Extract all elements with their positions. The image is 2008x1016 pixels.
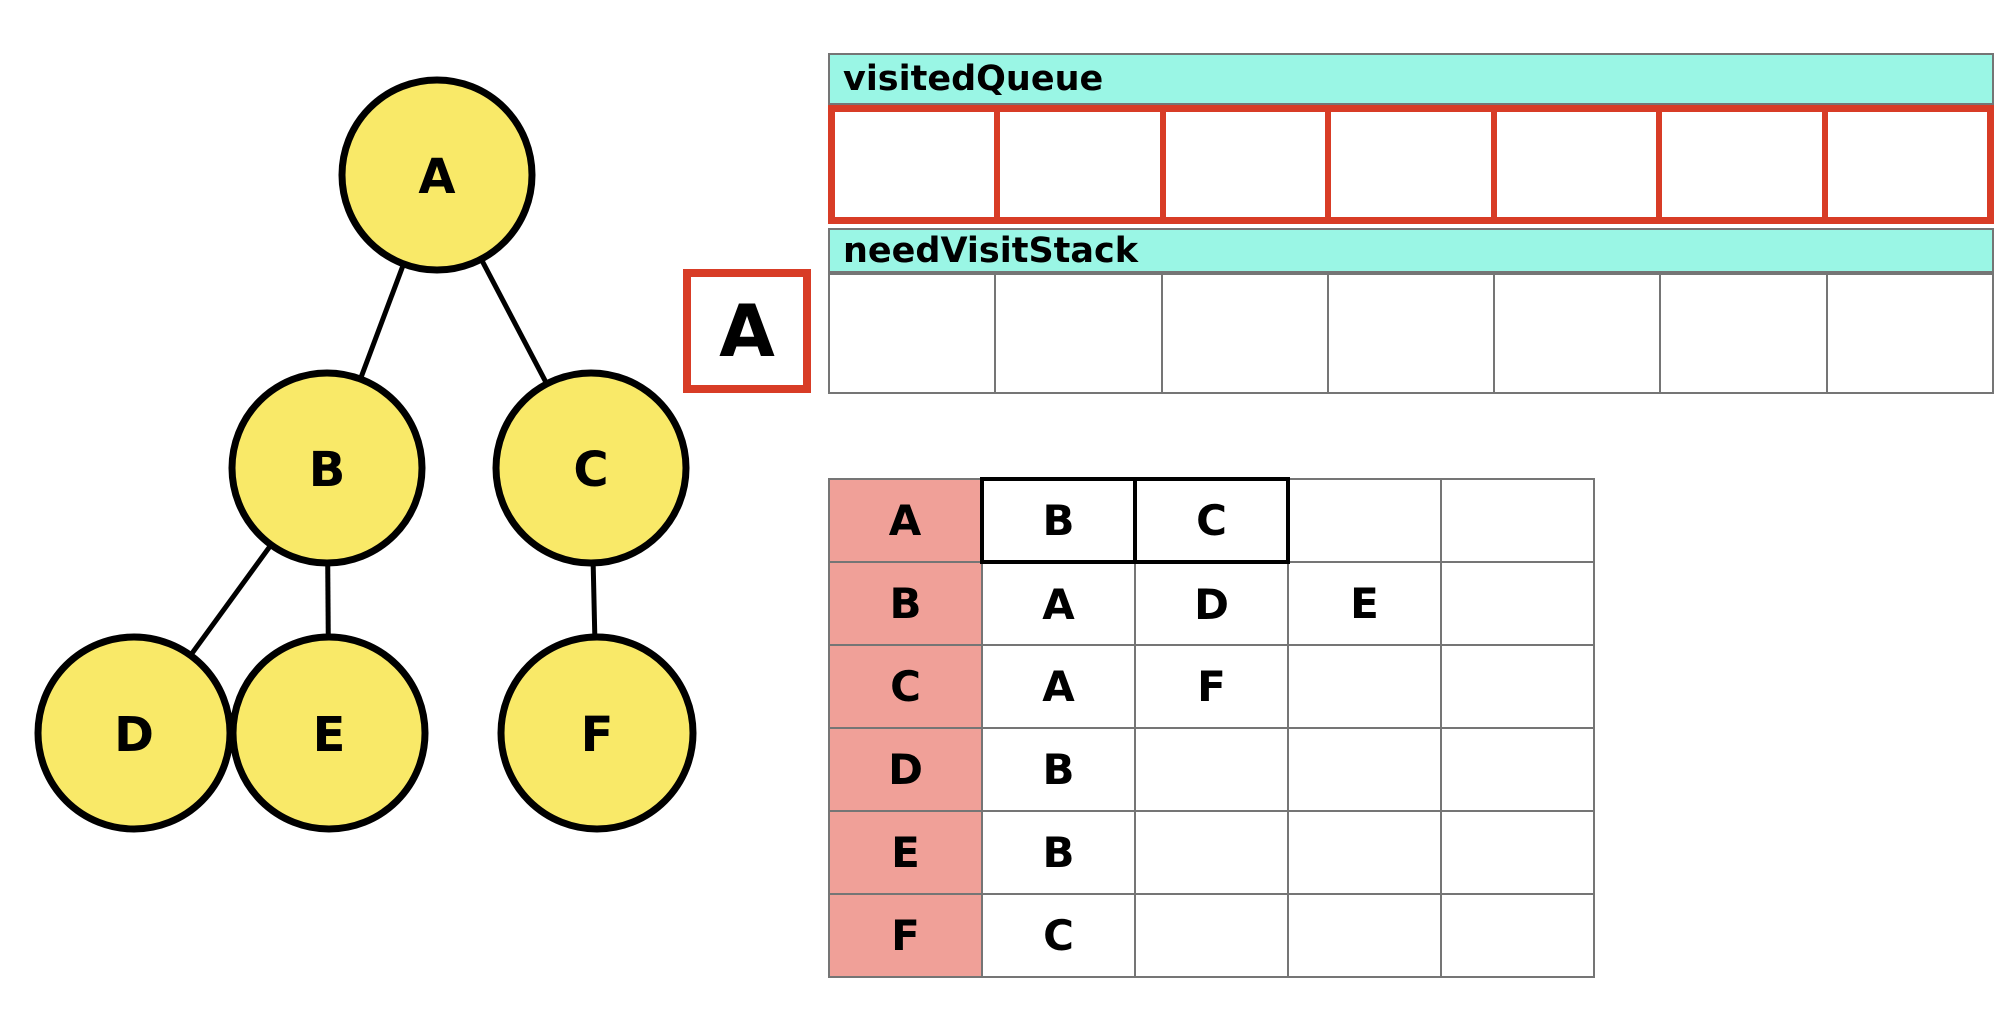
adjacency-cell-F-1 [1134,893,1289,978]
adjacency-cell-F-3 [1440,893,1595,978]
tree-node-E [229,633,429,833]
need-visit-stack-slot-5 [1661,275,1828,392]
need-visit-stack-slot-3 [1329,275,1496,392]
adjacency-cell-D-0: B [981,727,1136,812]
visited-queue-slot-4 [1497,112,1663,217]
adjacency-cell-A-3 [1440,478,1595,563]
adjacency-rowhead-E: E [828,810,983,895]
adjacency-cell-D-2 [1287,727,1442,812]
adjacency-cell-A-2 [1287,478,1442,563]
adjacency-cell-E-3 [1440,810,1595,895]
visited-queue-slot-5 [1662,112,1828,217]
adjacency-cell-A-1: C [1133,477,1290,564]
visited-queue-header: visitedQueue [828,53,1994,105]
need-visit-stack-header: needVisitStack [828,228,1994,273]
adjacency-cell-B-3 [1440,561,1595,646]
visited-queue-slot-6 [1828,112,1987,217]
adjacency-cell-B-2: E [1287,561,1442,646]
tree-node-F [497,633,697,833]
adjacency-rowhead-F: F [828,893,983,978]
adjacency-cell-C-2 [1287,644,1442,729]
tree-node-label-D: D [114,707,154,763]
adjacency-cell-A-0: B [980,477,1137,564]
need-visit-stack-slot-1 [996,275,1163,392]
tree-node-A [338,76,536,274]
tree-node-C [492,369,690,567]
adjacency-cell-E-2 [1287,810,1442,895]
current-node-value: A [719,289,775,373]
adjacency-cell-C-1: F [1134,644,1289,729]
visited-queue-slot-1 [1000,112,1166,217]
adjacency-cell-E-0: B [981,810,1136,895]
tree-node-label-A: A [418,149,455,205]
tree-node-label-E: E [313,707,346,763]
visited-queue-slot-2 [1166,112,1332,217]
visited-queue-slots [828,105,1994,224]
adjacency-cell-B-1: D [1134,561,1289,646]
traversal-tree-diagram: A B C D E F [34,76,697,833]
adjacency-cell-D-1 [1134,727,1289,812]
adjacency-rowhead-A: A [828,478,983,563]
visited-queue-title: visitedQueue [843,59,1104,99]
visited-queue-slot-3 [1331,112,1497,217]
adjacency-cell-C-3 [1440,644,1595,729]
tree-node-B [228,369,426,567]
adjacency-cell-D-3 [1440,727,1595,812]
need-visit-stack-title: needVisitStack [843,230,1139,271]
adjacency-cell-C-0: A [981,644,1136,729]
tree-node-label-F: F [581,707,614,763]
need-visit-stack-slots [828,273,1994,394]
current-node-box: A [683,269,811,393]
adjacency-cell-E-1 [1134,810,1289,895]
adjacency-rowhead-C: C [828,644,983,729]
adjacency-cell-B-0: A [981,561,1136,646]
need-visit-stack-slot-2 [1163,275,1329,392]
adjacency-rowhead-D: D [828,727,983,812]
need-visit-stack-slot-4 [1495,275,1662,392]
adjacency-cell-F-2 [1287,893,1442,978]
need-visit-stack-slot-6 [1828,275,1992,392]
tree-node-label-C: C [573,442,608,498]
tree-node-label-B: B [309,442,346,498]
adjacency-rowhead-B: B [828,561,983,646]
visited-queue-slot-0 [835,112,1001,217]
need-visit-stack-slot-0 [830,275,997,392]
adjacency-cell-F-0: C [981,893,1136,978]
